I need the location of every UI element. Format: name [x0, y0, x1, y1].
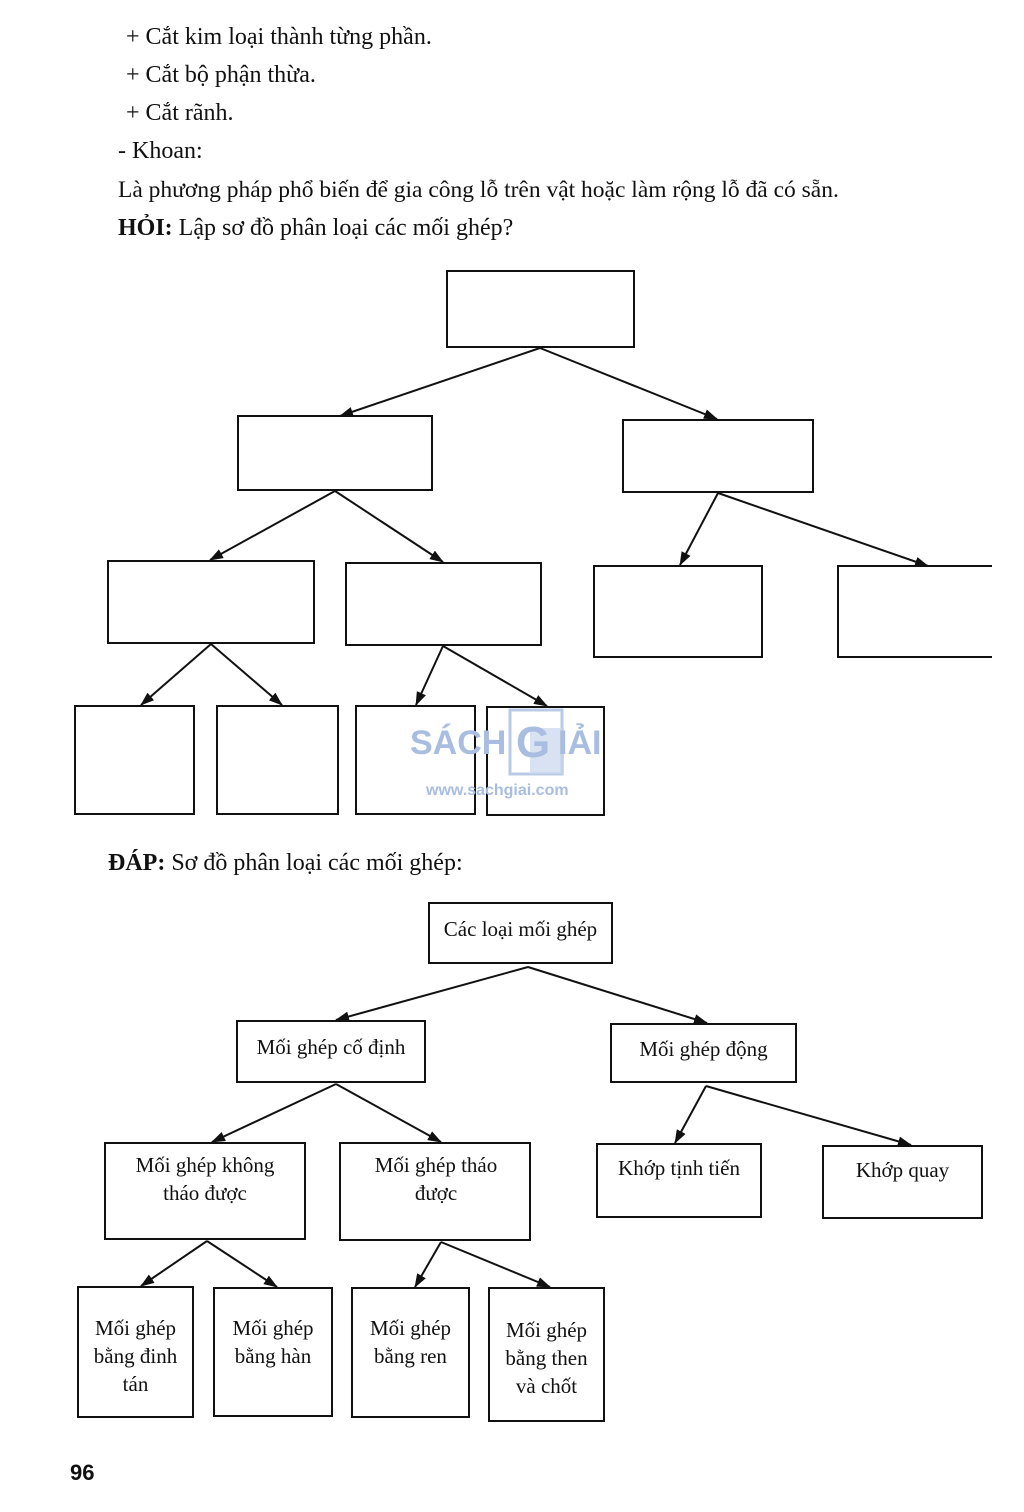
blank-arrow: [539, 347, 718, 420]
box-thread-joint: Mối ghép bằng ren: [369, 1316, 452, 1368]
question-label: HỎI:: [118, 215, 173, 241]
blank-arrow: [679, 492, 719, 566]
blank-box-root: [446, 270, 635, 348]
sachgiai-watermark: SÁCH G IẢI www.sachgiai.com: [408, 706, 618, 816]
question-text: Lập sơ đồ phân loại các mối ghép?: [178, 215, 514, 241]
blank-arrow: [209, 490, 336, 561]
blank-arrow: [334, 490, 444, 563]
bullet-cut-excess: + Cắt bộ phận thừa.: [126, 62, 316, 88]
blank-box-level2-right: [622, 419, 814, 493]
blank-arrow: [717, 492, 929, 567]
watermark-logo-frame: [508, 708, 564, 776]
watermark-url: www.sachgiai.com: [426, 782, 569, 799]
watermark-brand-left: SÁCH: [410, 724, 507, 762]
box-detachable: Mối ghép tháo được: [374, 1153, 498, 1205]
answer: ĐÁP: Sơ đồ phân loại các mối ghép:: [108, 850, 463, 877]
drilling-heading: - Khoan:: [118, 138, 203, 164]
blank-arrow: [140, 643, 212, 706]
blank-box-level4-b: [216, 705, 339, 815]
box-weld-joint: Mối ghép bằng hàn: [232, 1316, 314, 1368]
blank-box-level4-c: [355, 705, 476, 815]
blank-arrow: [442, 645, 548, 707]
blank-box-level3-a: [107, 560, 315, 644]
box-non-detachable: Mối ghép không tháo được: [135, 1153, 275, 1205]
page-number: 96: [70, 1460, 95, 1485]
box-movable-joint: Mối ghép động: [639, 1037, 768, 1061]
box-root: Các loại mối ghép: [443, 917, 598, 941]
drilling-description: Là phương pháp phổ biến để gia công lỗ t…: [118, 177, 839, 203]
bullet-cut-groove: + Cắt rãnh.: [126, 100, 234, 126]
blank-box-level3-b: [345, 562, 542, 646]
box-rivet-joint: Mối ghép bằng đinh tán: [93, 1316, 178, 1396]
blank-box-level2-left: [237, 415, 433, 491]
box-key-pin-joint: Mối ghép bằng then và chốt: [505, 1318, 588, 1398]
watermark-brand-g: G: [516, 718, 551, 767]
question: HỎI: Lập sơ đồ phân loại các mối ghép?: [118, 215, 513, 242]
blank-box-level4-a: [74, 705, 195, 815]
blank-box-level3-c: [593, 565, 763, 658]
blank-arrow: [339, 347, 541, 417]
answer-text: Sơ đồ phân loại các mối ghép:: [171, 850, 463, 876]
answer-label: ĐÁP:: [108, 850, 166, 876]
bullet-cut-metal: + Cắt kim loại thành từng phần.: [126, 24, 432, 50]
box-revolute-joint: Khớp quay: [855, 1158, 950, 1182]
box-sliding-joint: Khớp tịnh tiến: [618, 1156, 740, 1180]
watermark-brand-right: IẢI: [558, 724, 602, 762]
box-fixed-joint: Mối ghép cố định: [256, 1035, 406, 1059]
blank-arrow: [415, 645, 444, 706]
blank-arrow: [210, 643, 283, 706]
blank-box-level4-d: [486, 706, 605, 816]
